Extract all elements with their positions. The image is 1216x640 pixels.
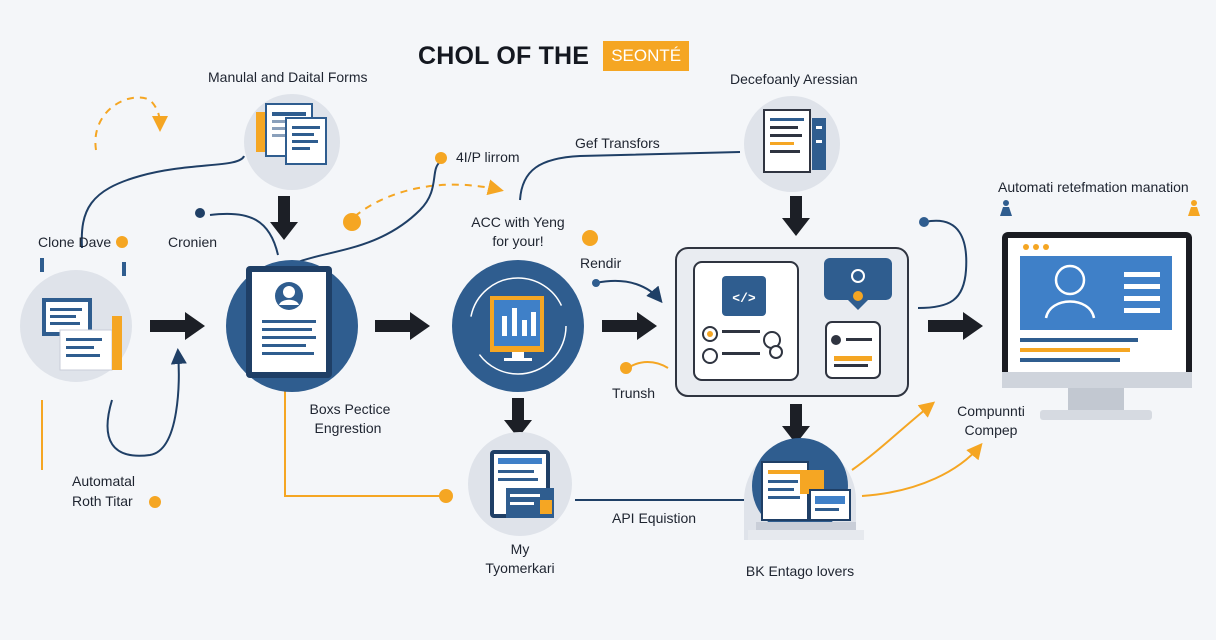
edge-label-rendir: Rendir xyxy=(580,255,622,271)
arrow-right-3 xyxy=(602,312,657,340)
person-icon xyxy=(1188,200,1200,216)
code-panel-icon: </> xyxy=(702,276,783,364)
label-automatal-line1: Automatal xyxy=(72,473,136,489)
label-clone-dave: Clone Dave xyxy=(38,234,112,250)
edge-label-gef: Gef Transfors xyxy=(575,135,660,151)
badge-dot xyxy=(439,489,453,503)
flow-arrows xyxy=(150,196,983,444)
document-stack-icon xyxy=(42,298,122,371)
arrow-right-2 xyxy=(375,312,430,340)
label-boxs-line2: Engrestion xyxy=(314,420,382,436)
connector-orange-right-low xyxy=(861,442,983,497)
arrow-down-4 xyxy=(782,404,810,444)
badge-dot xyxy=(582,230,598,246)
desktop-monitor-icon xyxy=(1020,256,1172,362)
badge-dot-navy xyxy=(592,279,600,287)
connector-navy-gef xyxy=(519,151,741,201)
arrow-down-1 xyxy=(270,196,298,240)
connector-navy-mid xyxy=(297,161,441,263)
node-desktop-monitor xyxy=(1002,232,1192,420)
connector-navy-rendir xyxy=(595,279,663,304)
badge-dot xyxy=(343,213,361,231)
badge-dot xyxy=(149,496,161,508)
tablet-doc-icon xyxy=(490,450,554,518)
connector-orange-right-up xyxy=(851,401,936,471)
node-clone-dave xyxy=(20,258,132,382)
label-acc-line2: for your! xyxy=(492,233,544,249)
badge-dot xyxy=(620,362,632,374)
connector-orange-trunsh xyxy=(627,361,669,369)
profile-card-icon xyxy=(262,282,316,355)
connector-orange-mid xyxy=(344,179,504,226)
label-automatal-line2: Roth Titar xyxy=(72,493,133,509)
laptop-stack-icon xyxy=(748,461,864,540)
node-tablet xyxy=(468,432,572,536)
node-decefoanly xyxy=(744,96,840,192)
badge-dot-navy xyxy=(919,217,929,227)
svg-text:</>: </> xyxy=(732,291,756,306)
badges xyxy=(116,152,929,508)
connectors xyxy=(41,96,983,501)
connector-navy-cronien xyxy=(209,212,279,256)
label-my-line2: Tyomerkari xyxy=(485,560,555,576)
monitor-chart-icon xyxy=(490,296,544,361)
label-cronien: Cronien xyxy=(168,234,218,250)
badge-dot xyxy=(435,152,447,164)
label-compun-line2: Compep xyxy=(964,422,1018,438)
label-my-line1: My xyxy=(510,541,530,557)
arrow-right-1 xyxy=(150,312,205,340)
arrow-right-4 xyxy=(928,312,983,340)
node-code-panel: </> xyxy=(675,247,909,397)
connector-navy-right xyxy=(917,219,968,309)
badge-dot-navy xyxy=(195,208,205,218)
arrow-down-3 xyxy=(782,196,810,236)
label-boxs-line1: Boxs Pectice xyxy=(309,401,391,417)
label-automat-ret: Automati retefmation manation xyxy=(998,179,1189,195)
connector-orange-top-loop xyxy=(94,96,168,151)
edge-label-api: API Equistion xyxy=(612,510,697,526)
arrow-down-2 xyxy=(504,398,532,438)
label-bk: BK Entago lovers xyxy=(745,563,855,579)
node-bk-laptops xyxy=(744,438,864,540)
label-acc-line1: ACC with Yeng xyxy=(471,214,565,230)
node-acc-monitor xyxy=(452,260,584,392)
diagram-title: CHOL OF THE SEONTÉ xyxy=(418,40,690,72)
person-icon xyxy=(1000,200,1012,216)
label-decefoanly: Decefoanly Aressian xyxy=(730,71,858,87)
label-compun-line1: Compunnti xyxy=(957,403,1025,419)
title-tag-badge: SEONTÉ xyxy=(603,41,690,71)
connector-navy-loop-bottom xyxy=(106,348,187,457)
edge-label-trunsh: Trunsh xyxy=(612,385,656,401)
connector-orange-boxs xyxy=(284,370,440,497)
badge-dot xyxy=(116,236,128,248)
title-main-text: CHOL OF THE xyxy=(418,41,590,70)
connector-navy-left xyxy=(80,155,245,249)
edge-label-ip: 4I/P lirrom xyxy=(456,149,520,165)
label-manual-forms: Manulal and Daital Forms xyxy=(208,69,368,85)
node-profile-card xyxy=(226,260,358,392)
node-manual-forms xyxy=(244,94,340,190)
